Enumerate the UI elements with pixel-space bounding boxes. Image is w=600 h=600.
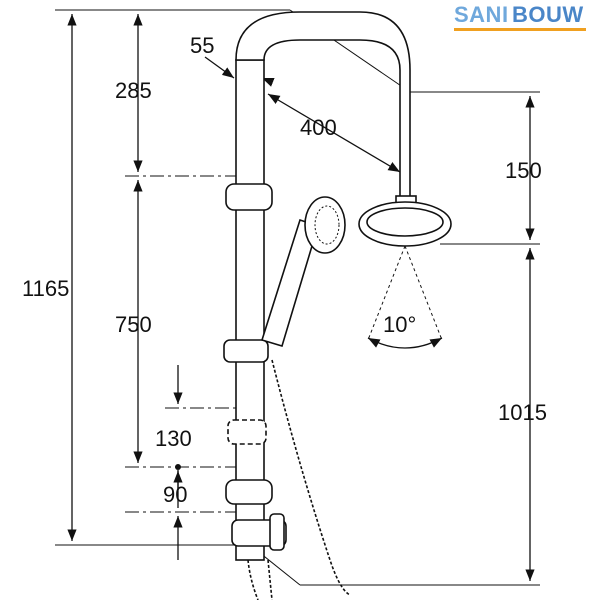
logo-text-sani: SANI bbox=[454, 2, 509, 27]
head-face bbox=[366, 207, 444, 237]
rail-brackets bbox=[223, 183, 287, 551]
handshower-slider bbox=[223, 339, 269, 363]
brand-logo: SANI BOUW bbox=[454, 2, 586, 31]
logo-underline bbox=[454, 28, 586, 31]
shower-hose bbox=[271, 359, 351, 596]
hand-shower-head bbox=[304, 196, 346, 254]
dim-leader-55 bbox=[204, 56, 235, 79]
label-head-drop: 150 bbox=[505, 158, 542, 183]
dim-line-400 bbox=[267, 93, 401, 173]
supply-hose-left bbox=[247, 559, 259, 600]
overhead-shower-head bbox=[358, 201, 452, 349]
slider-alt-position bbox=[227, 419, 267, 445]
logo-text-bouw: BOUW bbox=[512, 2, 584, 27]
spray-line-right bbox=[404, 245, 443, 341]
label-arm-length: 400 bbox=[300, 115, 337, 140]
mixer-handle bbox=[269, 513, 285, 551]
shower-rail bbox=[235, 11, 417, 561]
label-top-segment: 285 bbox=[115, 78, 152, 103]
dimension-labels: 1165 285 55 400 150 750 130 90 1015 10° bbox=[22, 33, 547, 507]
riser-pipe bbox=[235, 59, 265, 561]
label-bracket-spacing: 750 bbox=[115, 312, 152, 337]
label-bottom-offset: 90 bbox=[163, 482, 187, 507]
lower-bracket bbox=[225, 479, 273, 505]
label-spray-angle: 10° bbox=[383, 312, 416, 337]
upper-bracket bbox=[225, 183, 273, 211]
label-rail-width: 55 bbox=[190, 33, 214, 58]
label-slider-range: 130 bbox=[155, 426, 192, 451]
label-total-height: 1165 bbox=[22, 276, 69, 301]
hand-shower-nozzles bbox=[314, 205, 340, 245]
spray-line-left bbox=[367, 245, 406, 341]
spray-angle-arc bbox=[367, 337, 443, 349]
hand-shower bbox=[260, 196, 346, 347]
dimension-lines bbox=[67, 14, 535, 581]
dim-point-130 bbox=[175, 464, 181, 470]
supply-hose-right bbox=[267, 559, 273, 600]
shower-arm bbox=[235, 11, 411, 201]
label-head-height: 1015 bbox=[498, 400, 547, 425]
